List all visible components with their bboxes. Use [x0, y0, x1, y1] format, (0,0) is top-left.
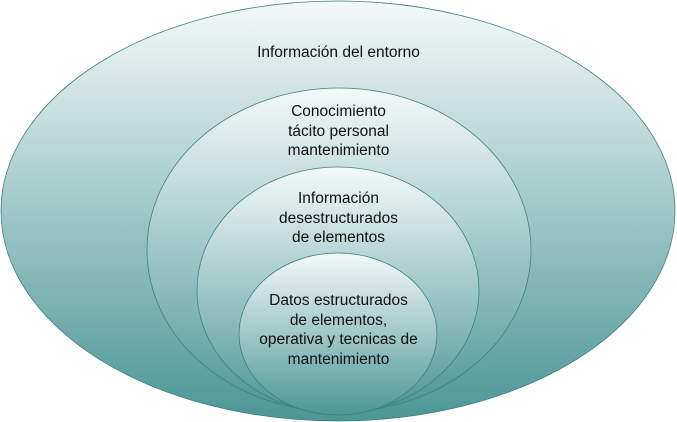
layer-ellipse-structured-data	[238, 252, 438, 416]
label-line: Información	[298, 190, 379, 207]
label-line: de elementos	[291, 229, 386, 247]
label-unstructured-info: Información desestructurados de elemento…	[0, 189, 677, 248]
label-line: Datos estructurados	[269, 292, 408, 309]
label-line: desestructurados	[279, 209, 398, 227]
label-line: mantenimiento	[287, 142, 390, 160]
label-tacit-knowledge: Conocimiento tácito personal mantenimien…	[0, 102, 677, 161]
label-structured-data: Datos estructurados de elementos, operat…	[0, 291, 677, 370]
label-line: Información del entorno	[257, 44, 420, 61]
label-line: tácito personal	[288, 122, 389, 140]
label-line: mantenimiento	[287, 351, 390, 369]
label-environment: Información del entorno	[0, 43, 677, 63]
label-line: Conocimiento	[291, 103, 386, 120]
label-line: de elementos,	[289, 311, 388, 329]
label-line: operativa y tecnicas de	[259, 331, 418, 349]
